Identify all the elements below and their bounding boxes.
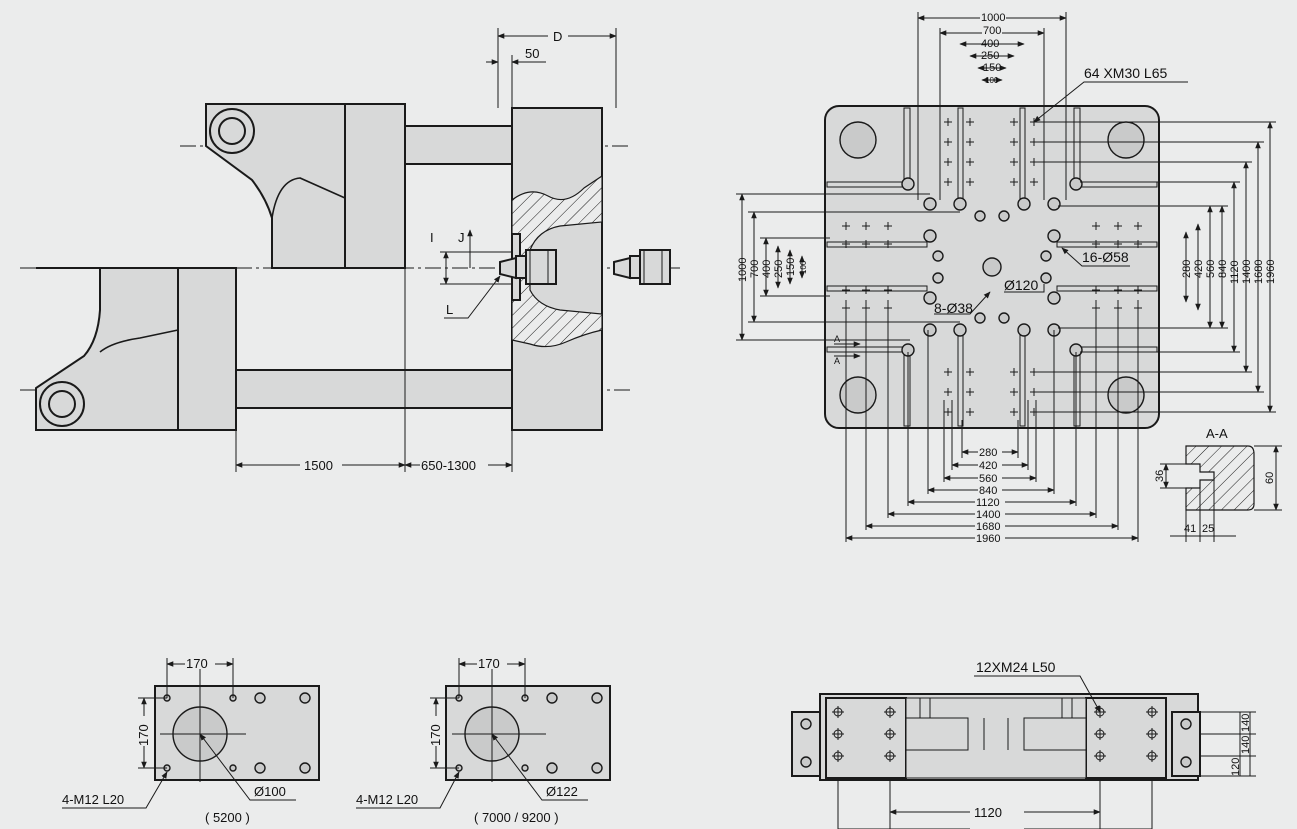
- platen-front-view: 1000 700 400 250 150 100 64 XM30 L65 16-…: [736, 12, 1277, 545]
- upper-toggle-web: [271, 177, 346, 219]
- section-dim-60: 60: [1264, 472, 1276, 484]
- left-dim-100: 100: [799, 260, 808, 274]
- bottom-dim-1960: 1960: [976, 533, 1000, 545]
- dim-j-label: J: [458, 230, 465, 245]
- ejector-7000-dim-side: 170: [428, 724, 443, 746]
- top-dim-100: 100: [985, 76, 999, 85]
- section-mark-a1: A: [834, 334, 840, 344]
- dim-i-label: I: [430, 230, 434, 245]
- ejector-5200-thread: 4-M12 L20: [62, 792, 124, 807]
- section-profile: [1185, 445, 1255, 511]
- right-dim-1680: 1680: [1253, 260, 1265, 284]
- ejector-plate-7000: 170 170 4-M12 L20 Ø122 ( 7000 / 9200 ): [356, 656, 611, 825]
- right-dim-420: 420: [1193, 260, 1205, 278]
- right-dim-1120: 1120: [1229, 260, 1241, 284]
- left-dim-400: 400: [761, 260, 773, 278]
- lower-toggle-web: [99, 329, 179, 353]
- top-dim-250: 250: [981, 50, 999, 62]
- hole-120-note: Ø120: [1004, 277, 1038, 293]
- dim-d-label: D: [553, 29, 562, 44]
- lower-pivot-inner: [48, 390, 76, 418]
- platen-section-hatch: [511, 174, 603, 348]
- hole-58-note: 16-Ø58: [1082, 249, 1129, 265]
- label-l: L: [446, 302, 453, 317]
- holes-38: [932, 210, 1052, 324]
- right-dim-1960: 1960: [1265, 260, 1277, 284]
- tie-bar-hole-tr: [1107, 121, 1145, 159]
- section-title: A-A: [1206, 426, 1228, 441]
- bottom-tapped-holes: [832, 706, 1158, 762]
- nozzle-left: [499, 249, 557, 285]
- section-dim-41: 41: [1184, 523, 1196, 535]
- upper-tie-bar: [404, 125, 513, 165]
- top-dim-700: 700: [983, 25, 1001, 37]
- bottom-dim-1120-label: 1120: [974, 805, 1002, 820]
- dim-50-label: 50: [525, 46, 539, 61]
- ejector-plate-5200: 170 170 4-M12 L20 Ø100 ( 5200 ): [62, 656, 320, 825]
- right-dim-840: 840: [1217, 260, 1229, 278]
- tie-bar-hole-bl: [839, 376, 877, 414]
- upper-pivot-inner: [218, 117, 246, 145]
- ejector-5200-dim-side: 170: [136, 724, 151, 746]
- dim-650-1300-label: 650-1300: [421, 458, 476, 473]
- tslot-note: 64 XM30 L65: [1084, 65, 1167, 81]
- bottom-dim-560: 560: [979, 473, 997, 485]
- bottom-view-note: 12XM24 L50: [976, 659, 1056, 675]
- bottom-dim-140a: 140: [1240, 714, 1252, 732]
- ejector-5200-dim-top: 170: [186, 656, 208, 671]
- left-dim-250: 250: [773, 260, 785, 278]
- ejector-7000-thread: 4-M12 L20: [356, 792, 418, 807]
- section-dim-25: 25: [1202, 523, 1214, 535]
- dim-1500-label: 1500: [304, 458, 333, 473]
- top-dim-400: 400: [981, 38, 999, 50]
- top-dim-150: 150: [983, 62, 1001, 74]
- section-mark-a2: A: [834, 356, 840, 366]
- right-dim-1400: 1400: [1241, 260, 1253, 284]
- platen-right-dims: 280 420 560 840 1120 1400 1680 1960: [1034, 121, 1277, 413]
- center-hole-120: [982, 257, 1002, 277]
- bottom-dim-280: 280: [979, 447, 997, 459]
- nozzle-right: [613, 249, 671, 285]
- bottom-dim-120: 120: [1230, 758, 1242, 776]
- lower-tailstock-block: [177, 267, 237, 431]
- platen-left-dims: 1000 700 400 250 150 100: [736, 193, 960, 341]
- ejector-5200-model: ( 5200 ): [205, 810, 250, 825]
- tie-bar-hole-tl: [839, 121, 877, 159]
- holes-58: [901, 177, 1083, 357]
- bottom-dim-1400: 1400: [976, 509, 1000, 521]
- bottom-dim-1120: 1120: [976, 497, 1000, 509]
- bottom-dim-140b: 140: [1240, 736, 1252, 754]
- left-dim-700: 700: [749, 260, 761, 278]
- left-dim-150: 150: [785, 258, 797, 276]
- ejector-7000-dim-top: 170: [478, 656, 500, 671]
- tie-bar-hole-br: [1107, 376, 1145, 414]
- side-view: D 50 I J L 1500 650-1300: [20, 28, 680, 473]
- hole-38-note: 8-Ø38: [934, 300, 973, 316]
- top-dim-1000: 1000: [981, 12, 1005, 24]
- bottom-dim-840: 840: [979, 485, 997, 497]
- lower-tie-bar: [235, 369, 513, 409]
- ejector-5200-outline: [154, 685, 320, 781]
- platen-top-dims: 1000 700 400 250 150 100: [917, 12, 1067, 200]
- upper-tailstock-block: [344, 103, 406, 269]
- ejector-7000-tapped-holes: [455, 692, 603, 774]
- section-dim-36: 36: [1154, 470, 1166, 482]
- section-a-a: A-A 36 60 41 25: [1154, 426, 1282, 542]
- bottom-dim-1680: 1680: [976, 521, 1000, 533]
- right-dim-560: 560: [1205, 260, 1217, 278]
- bottom-dim-420: 420: [979, 460, 997, 472]
- right-dim-280: 280: [1181, 260, 1193, 278]
- ejector-7000-hole: Ø122: [546, 784, 578, 799]
- bottom-dim-1680-label: 1680: [974, 826, 1003, 829]
- platen-bottom-dims: 280 420 560 840 1120 1400 1680 1960: [845, 300, 1139, 545]
- left-dim-1000: 1000: [737, 258, 749, 282]
- ejector-5200-hole: Ø100: [254, 784, 286, 799]
- ejector-7000-model: ( 7000 / 9200 ): [474, 810, 559, 825]
- platen-bottom-view: 12XM24 L50 1120 1680 140 140 120: [791, 659, 1256, 829]
